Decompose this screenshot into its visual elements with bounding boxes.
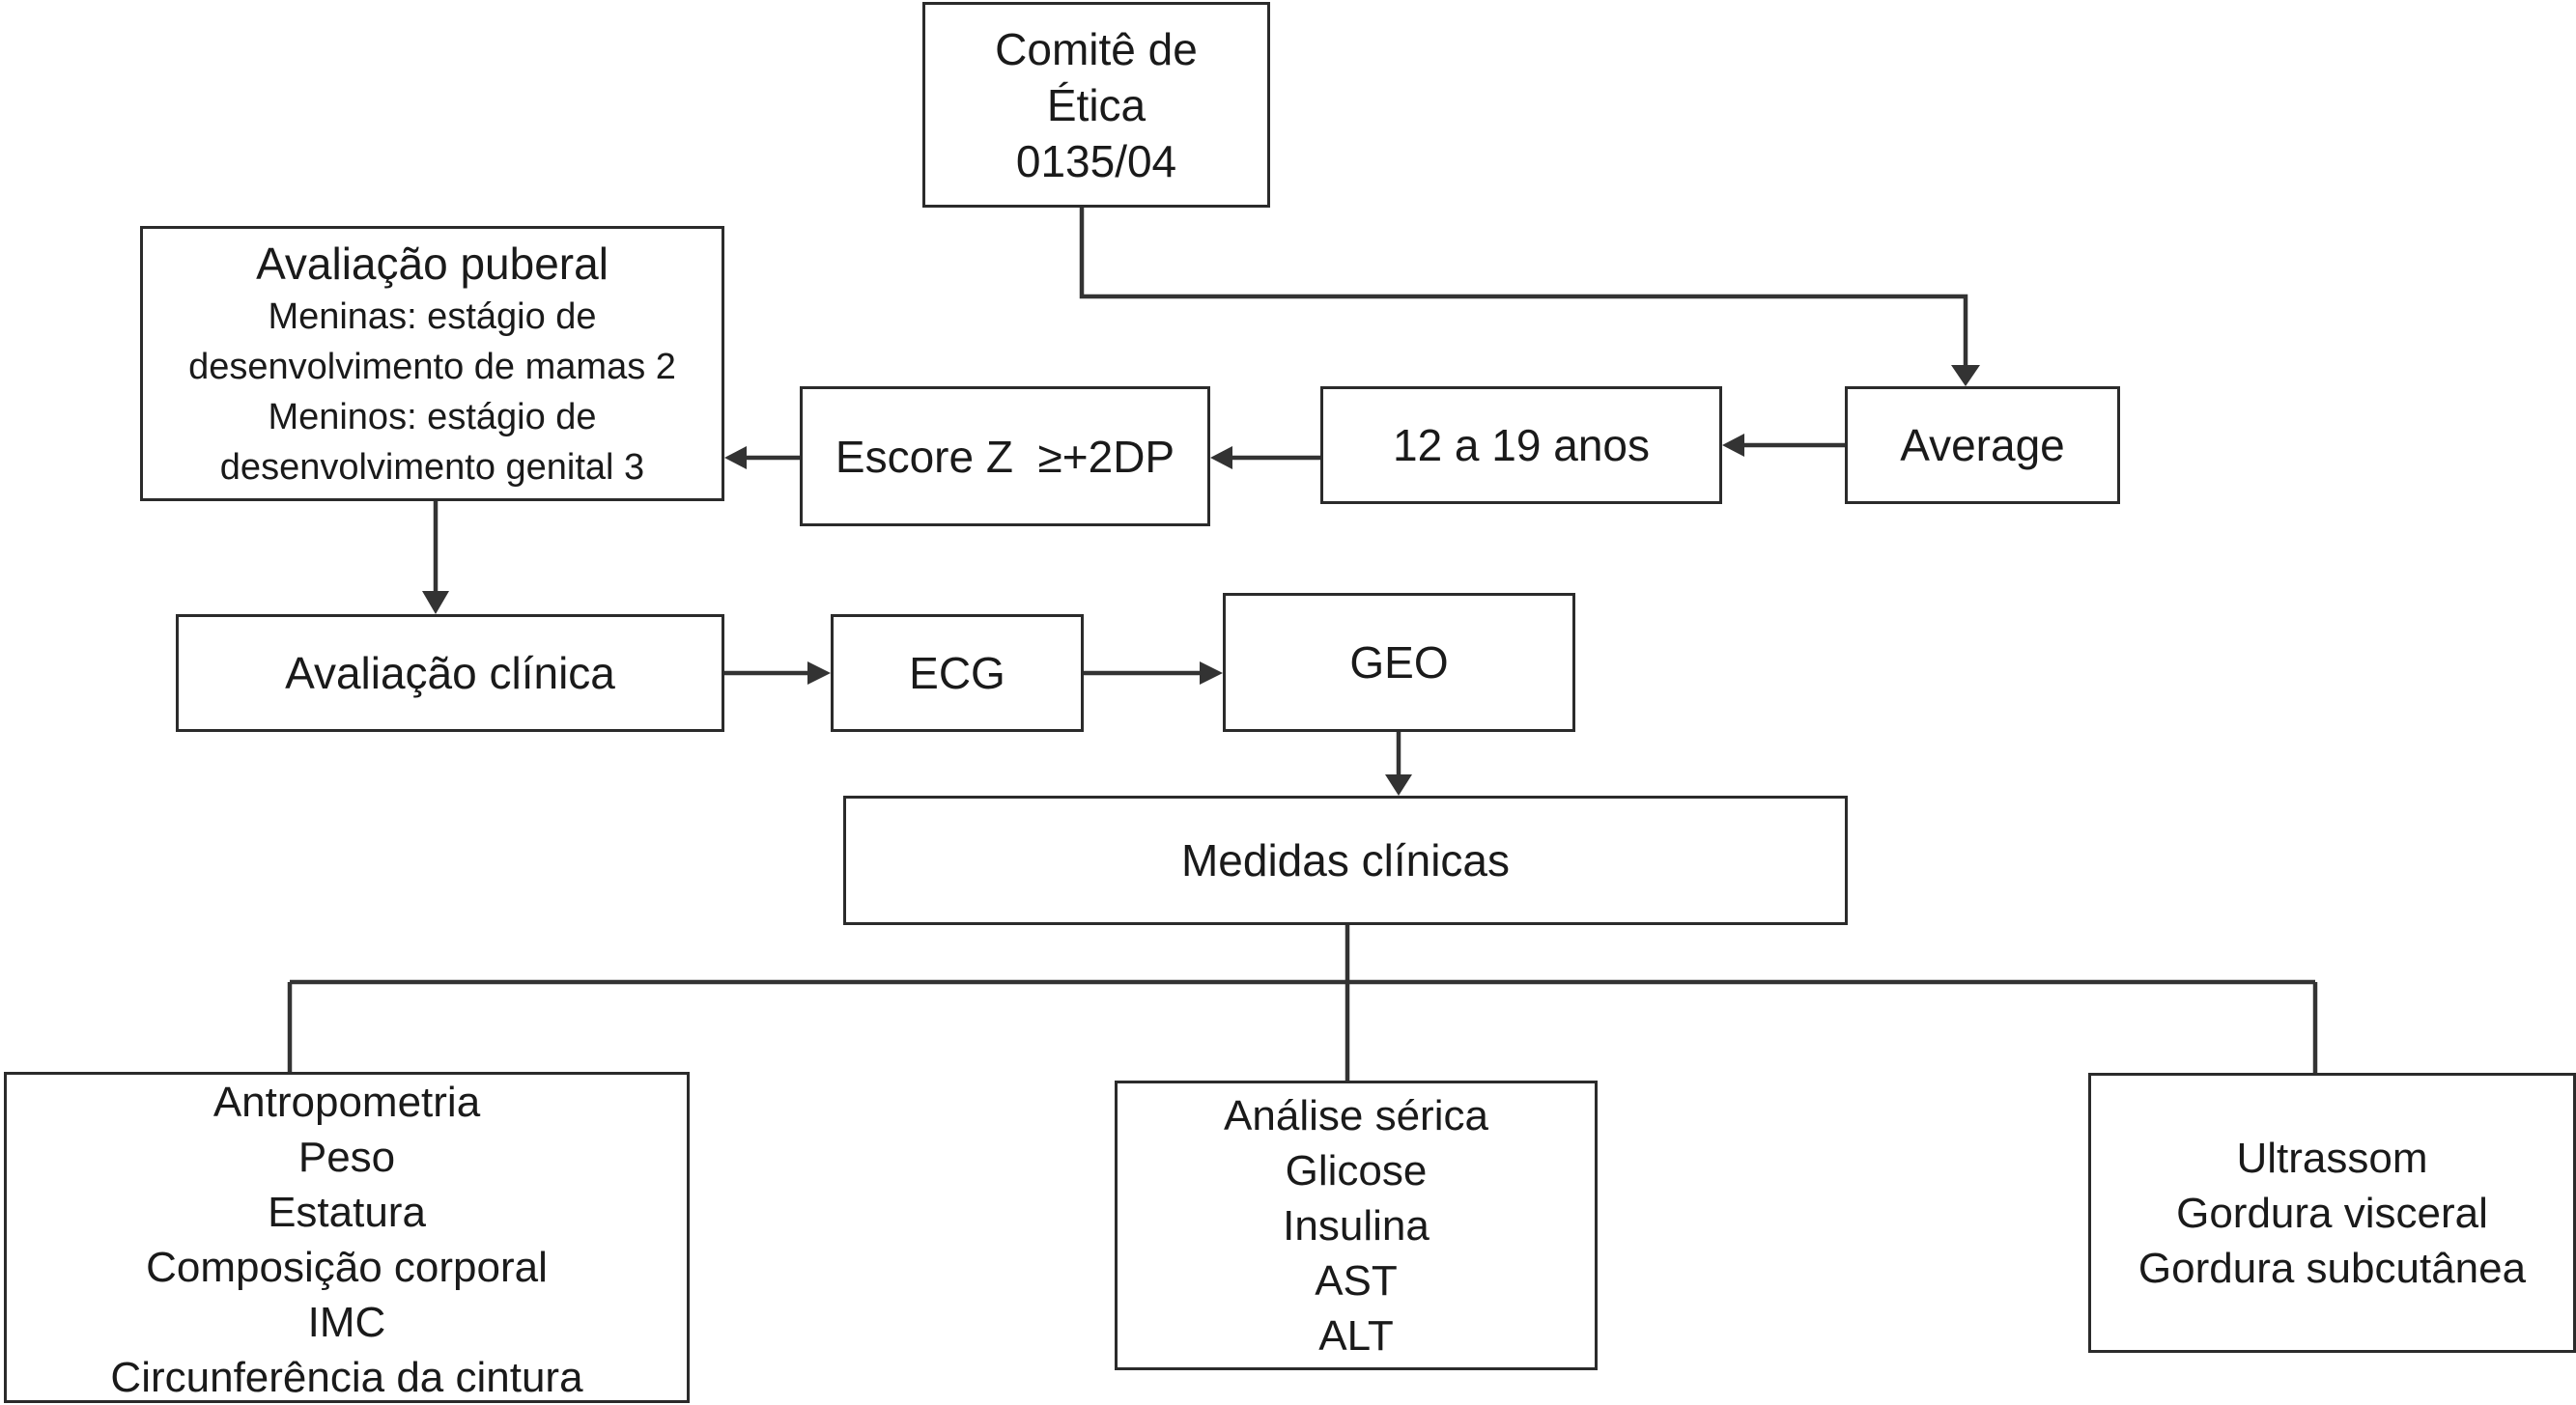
arrowhead-escore <box>1210 446 1232 469</box>
puberal-line-1: Meninas: estágio de <box>268 295 597 337</box>
ultrassom-title: Ultrassom <box>2236 1134 2428 1182</box>
antropometria-item: Peso <box>297 1134 396 1181</box>
node-average: Average <box>1845 386 2120 504</box>
geo-label: GEO <box>1349 637 1449 688</box>
node-antropometria: Antropometria Peso Estatura Composição c… <box>4 1072 690 1403</box>
serica-item: AST <box>1315 1256 1398 1305</box>
node-escore-z: Escore Z ≥+2DP <box>800 386 1210 526</box>
arrowhead-ecg <box>807 661 831 685</box>
arrowhead-geo <box>1200 661 1223 685</box>
puberal-title: Avaliação puberal <box>256 238 609 289</box>
antropometria-item: Composição corporal <box>146 1244 548 1291</box>
ultrassom-item: Gordura subcutânea <box>2137 1244 2527 1292</box>
node-faixa-etaria: 12 a 19 anos <box>1320 386 1722 504</box>
node-avaliacao-puberal: Avaliação puberal Meninas: estágio de de… <box>140 226 724 501</box>
ecg-label: ECG <box>909 648 1005 698</box>
escore-label: Escore Z ≥+2DP <box>835 431 1175 482</box>
node-analise-serica: Análise sérica Glicose Insulina AST ALT <box>1115 1081 1598 1370</box>
ultrassom-item: Gordura visceral <box>2176 1189 2488 1237</box>
puberal-line-2: desenvolvimento de mamas 2 <box>188 346 676 387</box>
idade-label: 12 a 19 anos <box>1392 420 1650 470</box>
antropometria-item: IMC <box>307 1299 386 1346</box>
serica-item: ALT <box>1318 1311 1394 1360</box>
node-ecg: ECG <box>831 614 1084 732</box>
arrowhead-puberal <box>724 446 747 469</box>
node-geo: GEO <box>1223 593 1575 732</box>
antropometria-item: Circunferência da cintura <box>110 1354 583 1401</box>
node-avaliacao-clinica: Avaliação clínica <box>176 614 724 732</box>
node-comite-etica: Comitê de Ética 0135/04 <box>922 2 1270 208</box>
serica-item: Insulina <box>1283 1201 1430 1250</box>
arrowhead-idade <box>1722 434 1744 457</box>
arrowhead-clinica <box>422 591 449 614</box>
edge-comite-to-average <box>1079 208 1968 367</box>
arrowhead-average <box>1951 365 1980 386</box>
node-medidas-clinicas: Medidas clínicas <box>843 796 1848 925</box>
average-label: Average <box>1900 420 2065 470</box>
arrowhead-medidas <box>1385 774 1412 796</box>
puberal-line-3: Meninos: estágio de <box>268 396 597 437</box>
puberal-line-4: desenvolvimento genital 3 <box>219 446 645 488</box>
serica-title: Análise sérica <box>1224 1091 1488 1139</box>
clinica-label: Avaliação clínica <box>285 648 615 698</box>
node-ultrassom: Ultrassom Gordura visceral Gordura subcu… <box>2088 1073 2576 1353</box>
comite-line-2: Ética <box>1046 79 1146 130</box>
antropometria-title: Antropometria <box>212 1079 481 1126</box>
comite-line-1: Comitê de <box>995 23 1198 74</box>
medidas-label: Medidas clínicas <box>1180 835 1511 885</box>
comite-line-3: 0135/04 <box>1015 135 1177 186</box>
serica-item: Glicose <box>1285 1146 1428 1194</box>
antropometria-item: Estatura <box>268 1189 426 1236</box>
